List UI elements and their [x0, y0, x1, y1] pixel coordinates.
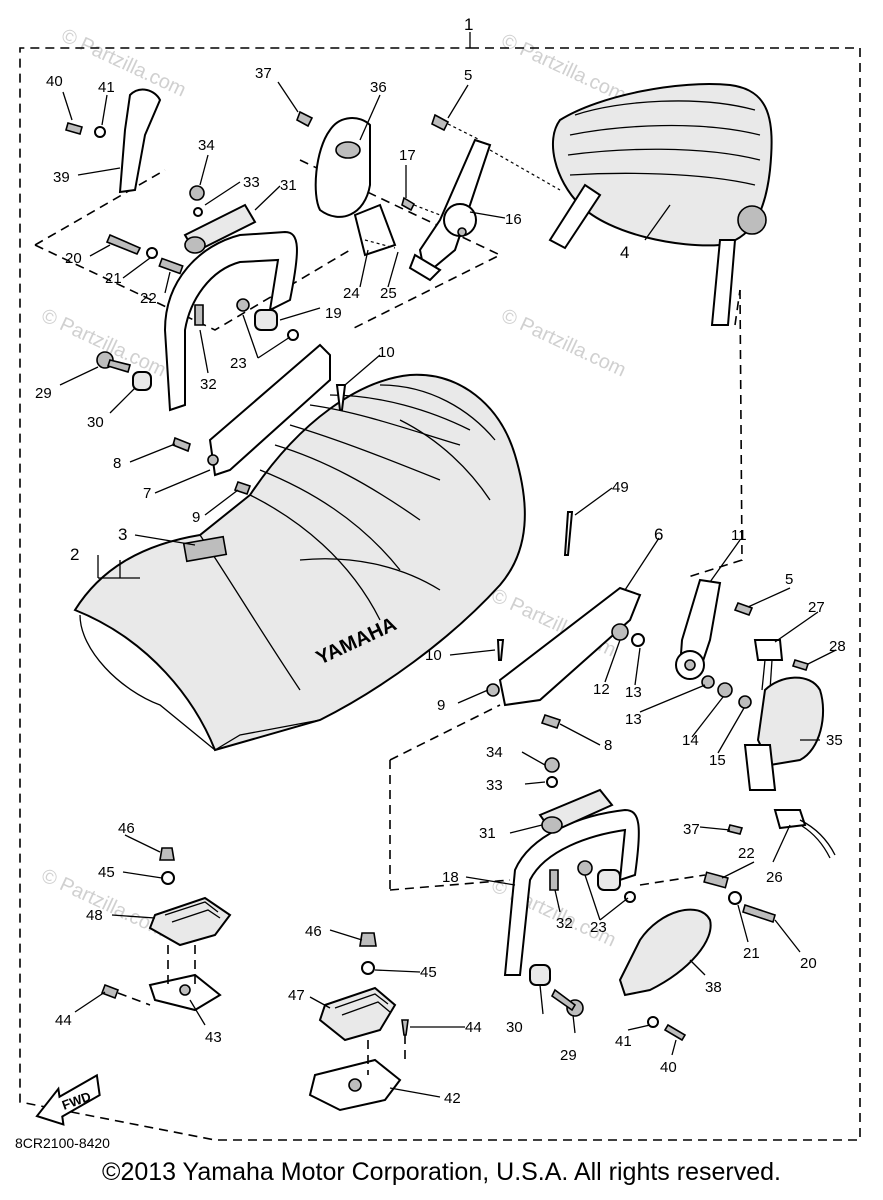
copyright-notice: ©2013 Yamaha Motor Corporation, U.S.A. A… — [102, 1158, 781, 1186]
callout: 44 — [465, 1019, 482, 1036]
drawing-code: 8CR2100-8420 — [15, 1135, 110, 1151]
callout: 26 — [766, 869, 783, 886]
callout: 4 — [620, 243, 629, 262]
callout: 43 — [205, 1029, 222, 1046]
callout: 20 — [800, 955, 817, 972]
callout: 21 — [743, 945, 760, 962]
callout: 2 — [70, 545, 79, 564]
callout: 29 — [560, 1047, 577, 1064]
backrest — [548, 83, 773, 326]
callout: 22 — [140, 290, 157, 307]
callout: 37 — [255, 65, 272, 82]
callout: 34 — [198, 137, 215, 154]
callout: 19 — [325, 305, 342, 322]
backrest-bracket-lower — [675, 289, 754, 709]
cover-36 — [296, 110, 397, 257]
callout: 12 — [593, 681, 610, 698]
leader-lines — [59, 81, 837, 1098]
callout: 1 — [464, 15, 473, 34]
callout: 36 — [370, 79, 387, 96]
callout: 23 — [590, 919, 607, 936]
callout: 13 — [625, 684, 642, 701]
callout: 49 — [612, 479, 629, 496]
callout: 8 — [113, 455, 121, 472]
callout: 32 — [200, 376, 217, 393]
callout: 32 — [556, 915, 573, 932]
callout: 21 — [105, 270, 122, 287]
seat-bracket-left — [172, 343, 347, 496]
callout: 47 — [288, 987, 305, 1004]
grab-bar-lower — [389, 704, 776, 1017]
cover-35 — [726, 676, 836, 859]
callout: 9 — [437, 697, 445, 714]
callout: 20 — [65, 250, 82, 267]
callout: 38 — [705, 979, 722, 996]
watermark: © Partzilla.com — [498, 30, 629, 107]
callout: 44 — [55, 1012, 72, 1029]
callouts: 1 2 3 4 5 5 6 7 8 8 9 9 10 10 11 12 13 1… — [35, 15, 846, 1107]
callout: 46 — [118, 820, 135, 837]
callout: 33 — [486, 777, 503, 794]
callout: 3 — [118, 525, 127, 544]
callout: 27 — [808, 599, 825, 616]
callout: 24 — [343, 285, 360, 302]
callout: 5 — [464, 67, 472, 84]
callout: 11 — [731, 527, 747, 544]
callout: 23 — [230, 355, 247, 372]
callout: 7 — [143, 485, 151, 502]
callout: 22 — [738, 845, 755, 862]
callout: 33 — [243, 174, 260, 191]
callout: 5 — [785, 571, 793, 588]
callout: 35 — [826, 732, 843, 749]
callout: 15 — [709, 752, 726, 769]
callout: 10 — [378, 344, 395, 361]
cushion-left — [100, 847, 232, 1012]
fwd-arrow-icon: FWD — [35, 1073, 101, 1126]
callout: 16 — [505, 211, 522, 228]
callout: 10 — [425, 647, 442, 664]
callout: 13 — [625, 711, 642, 728]
callout: 29 — [35, 385, 52, 402]
callout: 48 — [86, 907, 103, 924]
switch-27 — [753, 639, 810, 691]
callout: 31 — [280, 177, 297, 194]
watermark: © Partzilla.com — [58, 25, 189, 102]
cushion-right — [308, 932, 409, 1112]
callout: 30 — [506, 1019, 523, 1036]
callout: 37 — [683, 821, 700, 838]
callout: 30 — [87, 414, 104, 431]
callout: 45 — [98, 864, 115, 881]
callout: 41 — [615, 1033, 632, 1050]
grab-bar-upper — [96, 185, 299, 412]
callout: 17 — [399, 147, 416, 164]
callout: 34 — [486, 744, 503, 761]
callout: 25 — [380, 285, 397, 302]
watermark: © Partzilla.com — [38, 305, 169, 382]
callout: 9 — [192, 509, 200, 526]
parts-diagram: © Partzilla.com © Partzilla.com © Partzi… — [15, 15, 861, 1151]
callout: 18 — [442, 869, 459, 886]
callout: 31 — [479, 825, 496, 842]
callout: 40 — [660, 1059, 677, 1076]
cover-38 — [618, 908, 712, 1042]
cover-39 — [65, 88, 162, 194]
callout: 45 — [420, 964, 437, 981]
callout: 42 — [444, 1090, 461, 1107]
callout: 41 — [98, 79, 115, 96]
seat: YAMAHA — [73, 373, 526, 752]
callout: 46 — [305, 923, 322, 940]
callout: 39 — [53, 169, 70, 186]
assembly-boundary — [19, 47, 861, 1141]
watermark: © Partzilla.com — [498, 305, 629, 382]
backrest-bracket-upper — [401, 113, 561, 282]
callout: 14 — [682, 732, 699, 749]
callout: 28 — [829, 638, 846, 655]
callout: 6 — [654, 525, 663, 544]
callout: 8 — [604, 737, 612, 754]
callout: 40 — [46, 73, 63, 90]
upper-subassembly-frame — [34, 159, 502, 331]
